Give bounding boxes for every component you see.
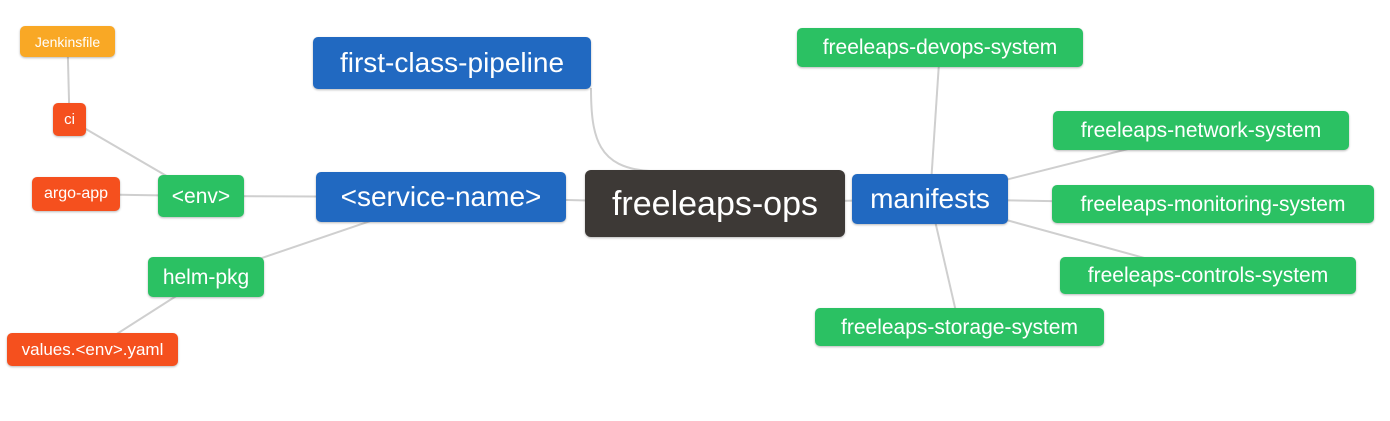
node-label: helm-pkg [162,265,250,289]
node-ci[interactable]: ci [53,103,86,136]
node-service-name[interactable]: <service-name> [316,172,566,222]
node-label: manifests [870,183,990,214]
node-values-env-yaml[interactable]: values.<env>.yaml [7,333,178,366]
node-label: freeleaps-controls-system [1087,264,1329,287]
node-freeleaps-controls-system[interactable]: freeleaps-controls-system [1060,257,1356,294]
node-label: <env> [171,184,231,208]
node-jenkinsfile[interactable]: Jenkinsfile [20,26,115,57]
node-argo-app[interactable]: argo-app [32,177,120,211]
node-freeleaps-devops-system[interactable]: freeleaps-devops-system [797,28,1083,67]
node-label: <service-name> [340,181,542,212]
node-freeleaps-ops[interactable]: freeleaps-ops [585,170,845,237]
node-label: values.<env>.yaml [21,340,164,359]
node-label: first-class-pipeline [339,47,565,78]
node-label: freeleaps-devops-system [822,36,1058,59]
node-label: freeleaps-monitoring-system [1080,192,1346,216]
node-label: ci [64,111,75,128]
node-label: freeleaps-ops [611,184,818,223]
node-manifests[interactable]: manifests [852,174,1008,224]
edge-first-class-pipeline-to-freeleaps-ops [590,87,651,172]
node-helm-pkg[interactable]: helm-pkg [148,257,264,297]
node-freeleaps-network-system[interactable]: freeleaps-network-system [1053,111,1349,150]
node-first-class-pipeline[interactable]: first-class-pipeline [313,37,591,89]
node-freeleaps-monitoring-system[interactable]: freeleaps-monitoring-system [1052,185,1374,223]
node-label: argo-app [43,185,109,202]
node-label: Jenkinsfile [34,33,101,50]
node-env[interactable]: <env> [158,175,244,217]
node-label: freeleaps-storage-system [841,315,1078,339]
node-freeleaps-storage-system[interactable]: freeleaps-storage-system [815,308,1104,346]
node-label: freeleaps-network-system [1080,119,1322,142]
